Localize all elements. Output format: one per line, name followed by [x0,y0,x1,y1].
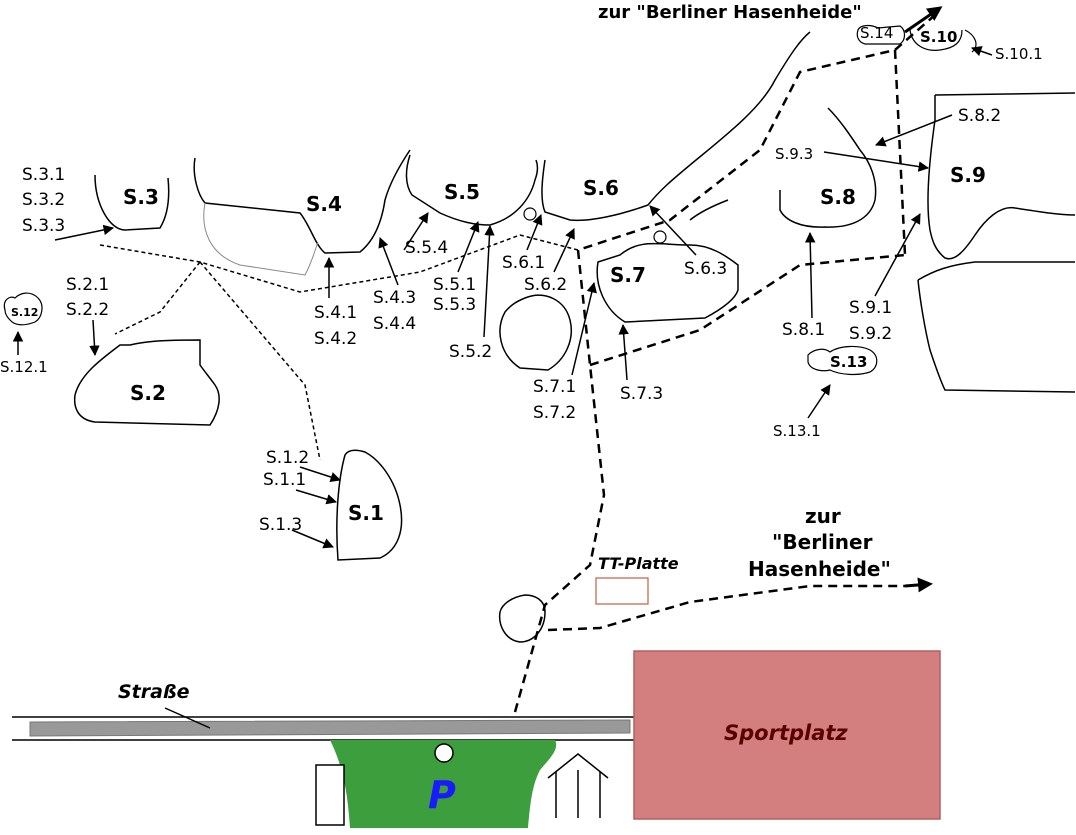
building-left [315,764,345,826]
area-s13-outline [807,345,878,376]
main-paths [513,14,936,713]
point-label: S.13.1 [773,422,821,440]
parking-label: P [428,773,456,817]
minor-paths [99,234,579,461]
point-label: S.7.1 [533,377,576,397]
area-label-s12: S.12 [11,306,38,319]
point-label: S.4.2 [314,329,357,349]
sportplatz-label: Sportplatz [724,721,848,745]
point-label: S.7.2 [533,403,576,423]
marker-circle-icon [653,230,667,244]
point-label: S.1.2 [266,448,309,468]
tt-platte-label: TT-Platte [598,554,679,573]
route-arrow-right [904,577,933,593]
route-label-top: zur "Berliner Hasenheide" [598,2,862,23]
area-label-s5: S.5 [444,180,480,204]
point-label: S.8.2 [958,106,1001,126]
area-label-s6: S.6 [583,176,619,200]
point-label: S.4.1 [314,303,357,323]
point-label: S.6.3 [684,259,727,279]
point-label: S.5.1 [433,275,476,295]
point-label: S.4.3 [373,288,416,308]
point-label: S.10.1 [995,45,1043,63]
area-s12-outline [3,292,43,326]
route-label-right-3: Hasenheide" [748,557,891,581]
point-label: S.5.2 [449,342,492,362]
point-label: S.7.3 [620,384,663,404]
area-label-s8: S.8 [820,185,856,209]
area-label-s1: S.1 [348,501,384,525]
route-label-right-2: "Berliner [772,530,873,554]
strasse-label: Straße [118,681,190,703]
house-icon [547,753,609,818]
point-label: S.5.3 [433,295,476,315]
tt-platte [595,577,649,605]
area-label-s3: S.3 [123,185,159,209]
route-arrow-top [904,6,943,34]
point-label: S.1.1 [263,470,306,490]
point-label: S.5.4 [405,238,448,258]
street [12,707,634,741]
parking-marker-icon [434,743,454,763]
point-label: S.6.2 [524,275,567,295]
area-label-s9: S.9 [950,163,986,187]
pointer-arrows [12,46,993,549]
point-label: S.8.1 [782,320,825,340]
point-label: S.6.1 [502,253,545,273]
area-label-s13: S.13 [830,353,867,371]
point-label: S.1.3 [259,515,302,535]
area-label-s10: S.10 [920,28,957,46]
point-label: S.9.1 [849,298,892,318]
area-label-s4: S.4 [306,192,342,216]
point-label: S.2.1 [66,275,109,295]
area-s10-outline [909,29,963,51]
route-label-right-1: zur [805,504,841,528]
point-label: S.12.1 [0,358,48,376]
area-label-s7: S.7 [610,263,646,287]
point-label: S.3.2 [22,190,65,210]
sportplatz [633,650,941,820]
parking-area [330,740,557,828]
area-s14-outline [856,24,906,45]
rock-outlines [73,31,1076,643]
point-label: S.9.3 [775,145,813,163]
point-label: S.9.2 [849,324,892,344]
area-label-s14: S.14 [860,24,893,42]
point-label: S.4.4 [373,314,416,334]
point-label: S.3.3 [22,216,65,236]
point-label: S.2.2 [66,300,109,320]
area-label-s2: S.2 [130,381,166,405]
marker-circle-icon [523,207,537,221]
point-label: S.3.1 [22,165,65,185]
